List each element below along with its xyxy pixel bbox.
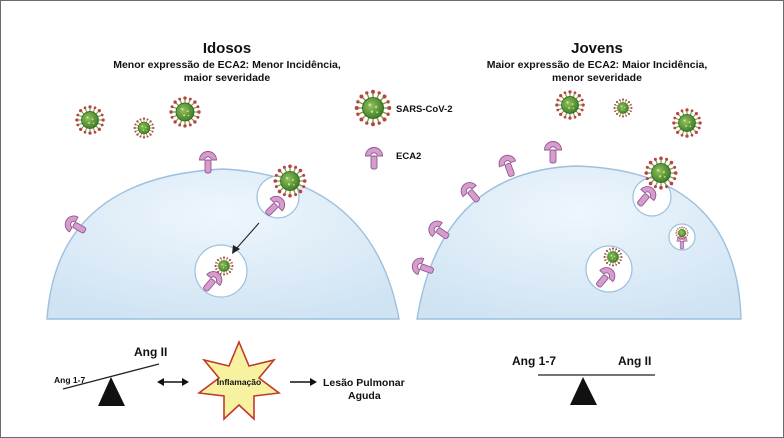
legend: SARS-CoV-2 ECA2 [354, 89, 452, 170]
receptor-icon [544, 141, 562, 164]
internalization-arrow [232, 222, 260, 254]
right-balance: Ang 1-7 Ang II [512, 354, 655, 405]
virus-icon [554, 89, 586, 121]
left-subtitle-line1: Menor expressão de ECA2: Menor Incidênci… [113, 59, 341, 71]
virus-icon [613, 98, 633, 118]
legend-virus-label: SARS-CoV-2 [396, 104, 452, 115]
right-cell [416, 165, 742, 320]
virus-icon [272, 163, 308, 199]
virus-icon [133, 117, 155, 139]
inflammation-label: Inflamação [217, 377, 261, 387]
legend-receptor-icon [365, 147, 383, 170]
outcome-arrow [290, 378, 317, 386]
left-title: Idosos [203, 40, 251, 57]
left-cell [46, 168, 400, 320]
left-balance: Ang 1-7 Ang II [54, 345, 167, 406]
left-balance-beam [62, 363, 160, 390]
virus-icon [214, 256, 234, 276]
right-subtitle-line1: Maior expressão de ECA2: Maior Incidênci… [487, 59, 708, 71]
left-subtitle-line2: maior severidade [184, 72, 271, 84]
double-arrow [157, 378, 189, 386]
left-endosome [194, 244, 248, 298]
virus-icon [603, 247, 623, 267]
left-balance-fulcrum [98, 377, 125, 406]
right-title: Jovens [571, 40, 623, 57]
legend-virus-icon [354, 89, 392, 127]
right-balance-fulcrum [570, 377, 597, 405]
left-ang17-label: Ang 1-7 [54, 375, 85, 385]
virus-icon [675, 226, 689, 240]
virus-icon [168, 95, 202, 129]
virus-icon [643, 155, 679, 191]
inflammation-burst: Inflamação [196, 339, 282, 421]
legend-receptor-label: ECA2 [396, 151, 421, 162]
virus-icon [74, 104, 106, 136]
right-subtitle-line2: menor severidade [552, 72, 642, 84]
right-angII-label: Ang II [618, 354, 651, 368]
receptor-icon [496, 152, 521, 180]
left-angII-label: Ang II [134, 345, 167, 359]
right-ang17-label: Ang 1-7 [512, 354, 556, 368]
virus-icon [671, 107, 703, 139]
outcome-line2: Aguda [348, 390, 381, 402]
outcome-line1: Lesão Pulmonar [323, 377, 405, 389]
